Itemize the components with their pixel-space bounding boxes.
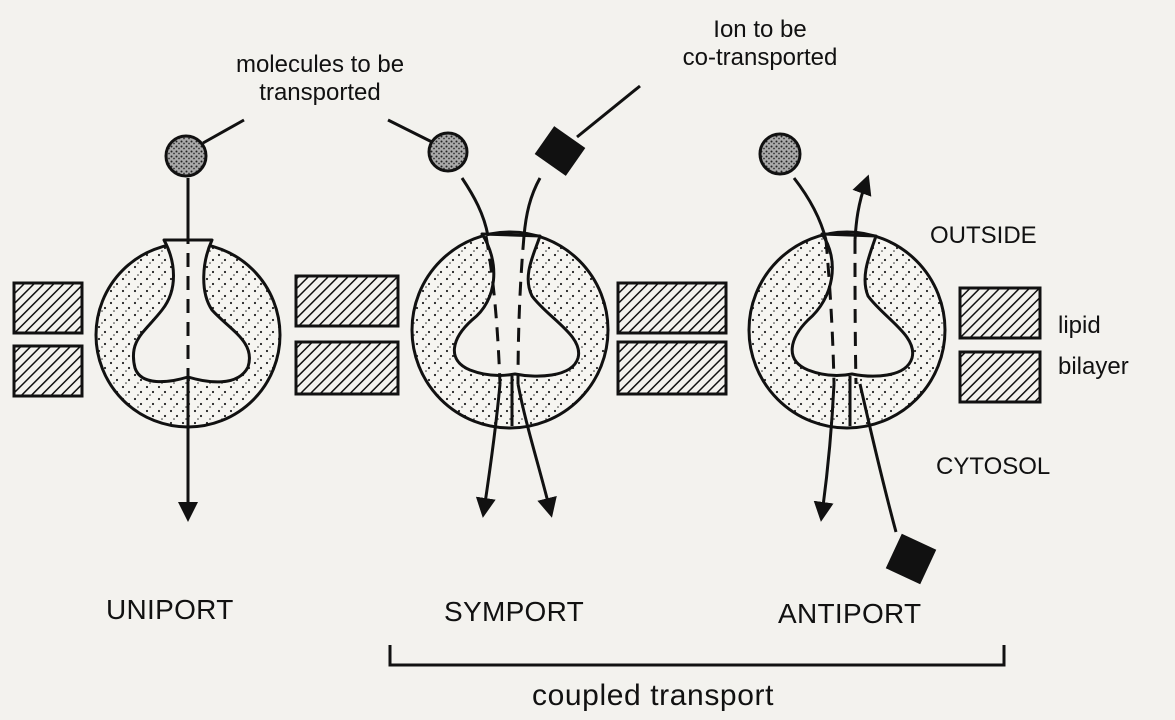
membrane-block [960, 288, 1040, 338]
lipid-label: lipid [1058, 312, 1101, 340]
molecules-label: molecules to be transported [200, 51, 440, 107]
symport-label: SYMPORT [444, 596, 584, 628]
cytosol-label: CYTOSOL [936, 453, 1050, 481]
antiport-label: ANTIPORT [778, 598, 921, 630]
membrane-block [14, 283, 82, 333]
membrane-block [618, 342, 726, 394]
antiport-molecule-arrow [794, 178, 826, 240]
ion-label: Ion to be co-transported [630, 16, 890, 72]
uniport-label: UNIPORT [106, 594, 234, 626]
symport-molecule-arrow [462, 178, 488, 236]
ion-icon [886, 534, 936, 584]
antiport-up-arrow [855, 182, 866, 240]
antiport-carrier [749, 232, 945, 428]
membrane-block [296, 276, 398, 326]
outside-label: OUTSIDE [930, 222, 1037, 250]
coupled-bracket [390, 645, 1004, 665]
membrane-block [296, 342, 398, 394]
molecule-icon [760, 134, 800, 174]
molecule-icon [429, 133, 467, 171]
membrane-block [14, 346, 82, 396]
membrane-block [618, 283, 726, 333]
coupled-transport-label: coupled transport [532, 679, 774, 713]
symport-carrier [412, 232, 608, 428]
membrane-block [960, 352, 1040, 402]
symport-ion-arrow [524, 178, 540, 236]
molecule-icon [166, 136, 206, 176]
ion-icon [535, 126, 586, 176]
bilayer-label: bilayer [1058, 353, 1129, 381]
molecules [166, 133, 800, 176]
